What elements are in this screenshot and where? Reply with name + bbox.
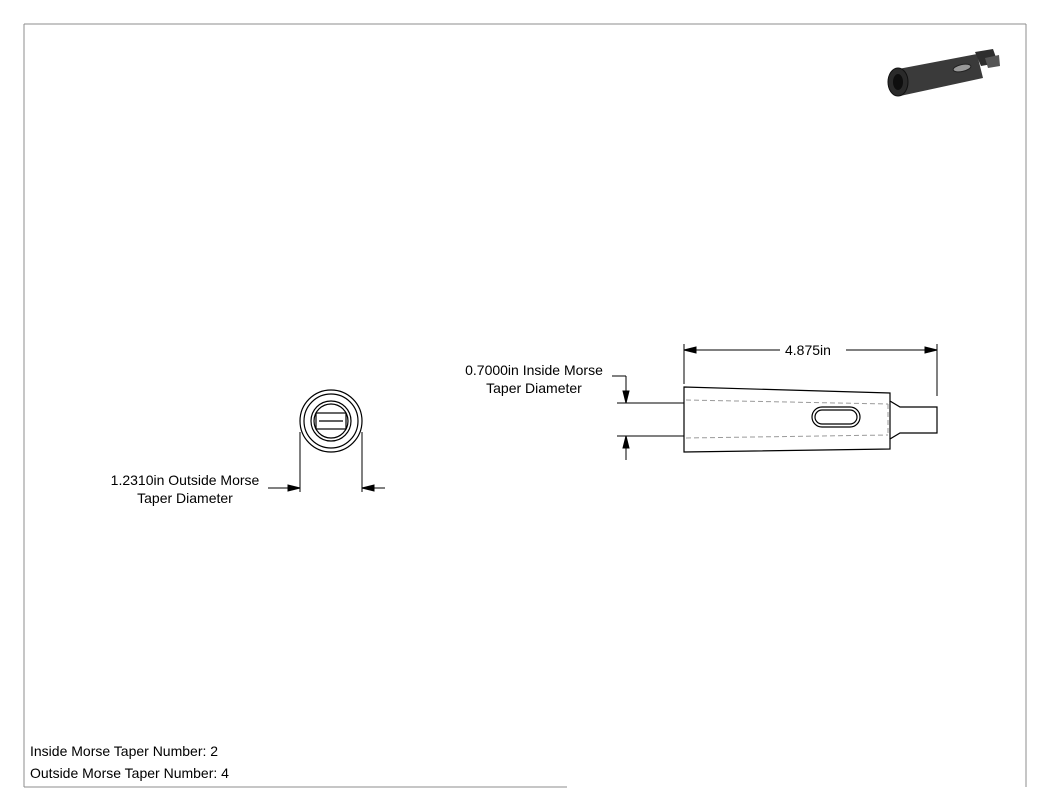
overall-length-label: 4.875in <box>785 342 831 358</box>
inside-diameter-dimension <box>612 375 684 460</box>
inside-diameter-label: 0.7000in Inside Morse Taper Diameter <box>454 361 614 397</box>
outside-taper-note: Outside Morse Taper Number: 4 <box>30 765 229 781</box>
end-view <box>299 389 363 453</box>
sheet-border <box>23 23 1027 788</box>
hidden-lines <box>685 399 889 439</box>
outside-diameter-label-line1: 1.2310in Outside Morse <box>110 472 260 488</box>
drawing-notes: Inside Morse Taper Number: 2 Outside Mor… <box>30 740 229 784</box>
inside-diameter-label-line1: 0.7000in Inside Morse <box>465 362 603 378</box>
overall-length-dimension <box>683 344 938 396</box>
outside-diameter-label: 1.2310in Outside Morse Taper Diameter <box>98 471 272 507</box>
side-view <box>683 386 938 453</box>
inside-diameter-label-line2: Taper Diameter <box>486 380 582 396</box>
inside-taper-note: Inside Morse Taper Number: 2 <box>30 743 219 759</box>
outside-diameter-label-line2: Taper Diameter <box>137 490 233 506</box>
isometric-sleeve-render-icon <box>887 49 1000 97</box>
outside-diameter-dimension <box>268 432 385 492</box>
